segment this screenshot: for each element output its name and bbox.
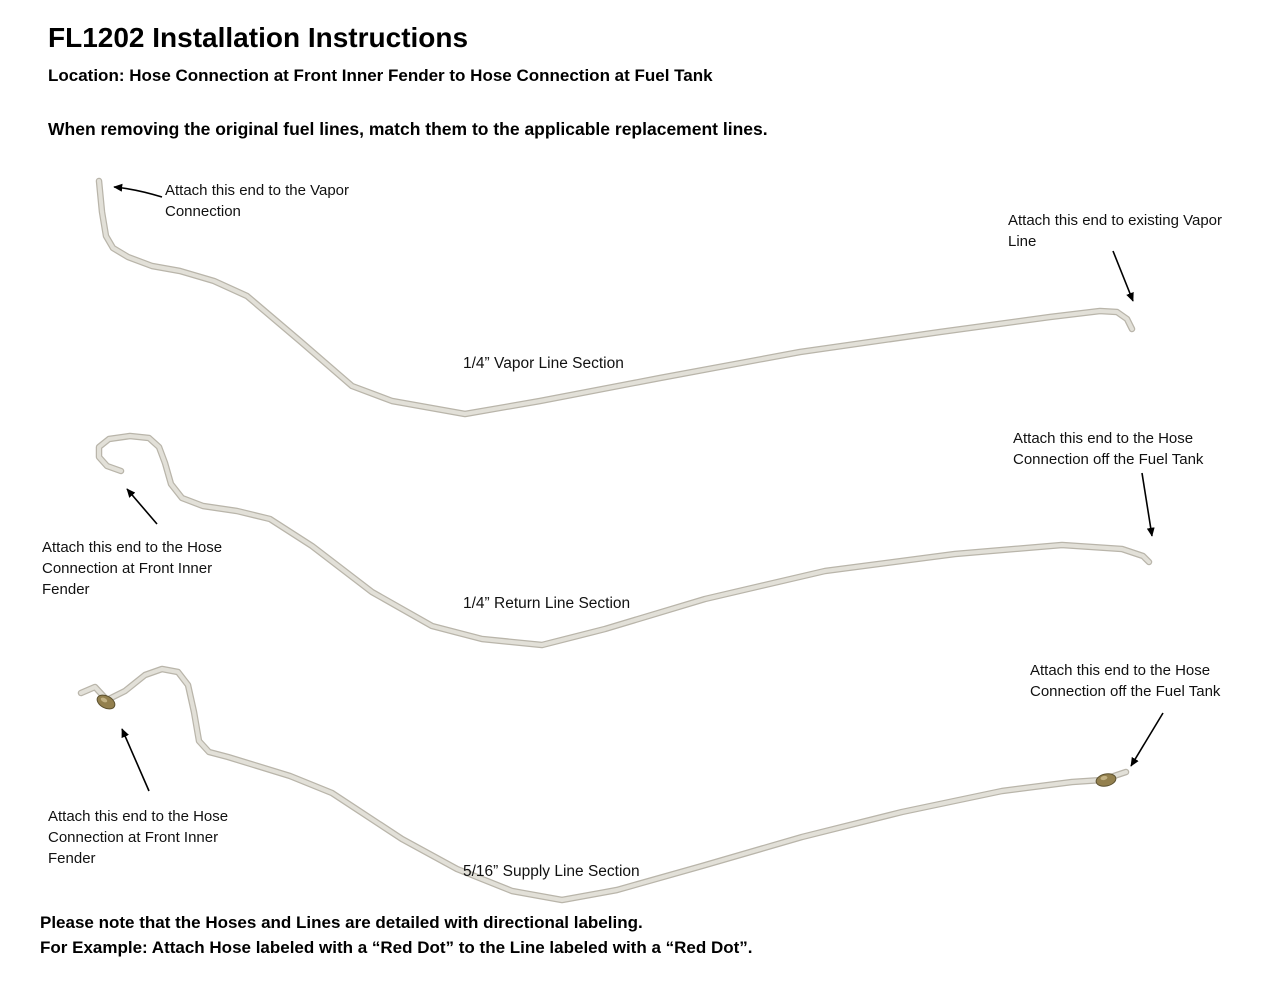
supply-right-arrow — [1130, 712, 1164, 767]
supply-line-label: 5/16” Supply Line Section — [463, 863, 640, 880]
return-right-annotation: Attach this end to the Hose Connection o… — [1013, 430, 1204, 468]
vapor-right-annotation: Attach this end to existing Vapor Line — [1008, 212, 1223, 250]
vapor-left-annotation: Attach this end to the Vapor Connection — [165, 182, 350, 220]
vapor-right-arrow — [1112, 250, 1134, 302]
vapor-line-label: 1/4” Vapor Line Section — [463, 355, 624, 372]
return-line — [95, 432, 1153, 649]
location-line: Location: Hose Connection at Front Inner… — [48, 66, 713, 85]
supply-right-fitting — [1095, 773, 1117, 787]
return-left-arrow — [126, 488, 158, 525]
labeling-example: For Example: Attach Hose labeled with a … — [40, 938, 753, 957]
return-right-arrow — [1141, 472, 1155, 537]
supply-right-annotation: Attach this end to the Hose Connection o… — [1030, 662, 1221, 700]
page-title: FL1202 Installation Instructions — [48, 22, 469, 53]
supply-left-fitting — [96, 694, 116, 710]
vapor-line — [95, 177, 1136, 418]
supply-line — [77, 665, 1130, 904]
return-left-annotation: Attach this end to the Hose Connection a… — [42, 539, 223, 598]
return-line-label: 1/4” Return Line Section — [463, 595, 631, 612]
supply-left-arrow — [121, 728, 150, 792]
labeling-note: Please note that the Hoses and Lines are… — [40, 913, 643, 932]
supply-left-annotation: Attach this end to the Hose Connection a… — [48, 808, 229, 867]
vapor-left-arrow — [113, 183, 163, 198]
matching-instruction: When removing the original fuel lines, m… — [48, 119, 768, 139]
